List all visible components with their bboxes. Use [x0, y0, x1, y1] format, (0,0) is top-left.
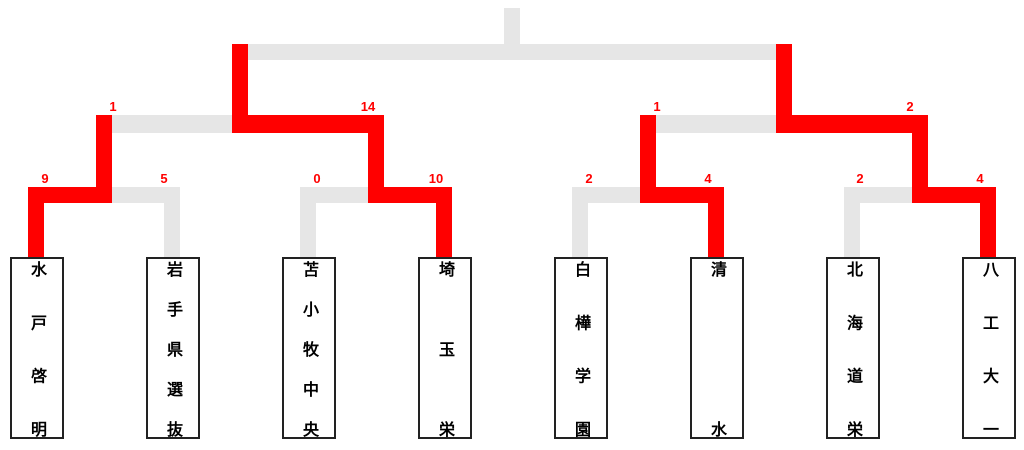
final-line: [248, 44, 776, 60]
team7-stub: [844, 203, 860, 257]
score-team4: 10: [428, 171, 444, 186]
team3-stub: [300, 203, 316, 257]
score-team1: 9: [41, 171, 49, 186]
match3-winner-line: [640, 187, 724, 203]
score-team6: 4: [704, 171, 712, 186]
team2-stub: [164, 203, 180, 257]
team-box: 北海道栄: [826, 257, 880, 439]
match4-loser-line: [844, 187, 912, 203]
team-name: 白樺学園: [572, 261, 591, 437]
team-box: 八工大一: [962, 257, 1016, 439]
semi-left-loser-line: [112, 115, 232, 133]
score-semi-left-a: 1: [109, 99, 117, 114]
score-team3: 0: [313, 171, 321, 186]
score-semi-right-a: 1: [653, 99, 661, 114]
match4-winner-vertical: [912, 115, 928, 203]
team8-stub: [980, 187, 996, 257]
team5-stub: [572, 203, 588, 257]
team-name: 八工大一: [980, 261, 999, 437]
semi-left-winner-vertical: [232, 44, 248, 133]
match2-loser-line: [300, 187, 368, 203]
team-name: 苫小牧中央: [300, 261, 319, 437]
team1-stub: [28, 187, 44, 257]
score-team8: 4: [976, 171, 984, 186]
team-name: 水戸啓明: [28, 261, 47, 437]
score-team5: 2: [585, 171, 593, 186]
semi-left-winner-line: [232, 115, 384, 133]
semi-right-winner-vertical: [776, 44, 792, 133]
team-box: 水戸啓明: [10, 257, 64, 439]
team6-stub: [708, 187, 724, 257]
score-semi-right-b: 2: [906, 99, 914, 114]
match1-winner-vertical: [96, 115, 112, 203]
match4-winner-line: [912, 187, 996, 203]
match2-winner-vertical: [368, 115, 384, 203]
score-semi-left-b: 14: [360, 99, 376, 114]
match1-winner-line: [28, 187, 112, 203]
team4-stub: [436, 187, 452, 257]
match2-winner-line: [368, 187, 452, 203]
team-name: 岩手県選抜: [164, 261, 183, 437]
semi-right-loser-line: [656, 115, 776, 133]
team-box: 清水: [690, 257, 744, 439]
team-box: 岩手県選抜: [146, 257, 200, 439]
match3-loser-line: [572, 187, 640, 203]
team-box: 苫小牧中央: [282, 257, 336, 439]
team-name: 清水: [708, 261, 727, 437]
score-team7: 2: [856, 171, 864, 186]
match3-winner-vertical: [640, 115, 656, 203]
team-box: 埼玉栄: [418, 257, 472, 439]
team-box: 白樺学園: [554, 257, 608, 439]
match1-loser-line: [112, 187, 180, 203]
semi-right-winner-line: [776, 115, 928, 133]
team-name: 北海道栄: [844, 261, 863, 437]
team-name: 埼玉栄: [436, 261, 455, 437]
score-team2: 5: [160, 171, 168, 186]
